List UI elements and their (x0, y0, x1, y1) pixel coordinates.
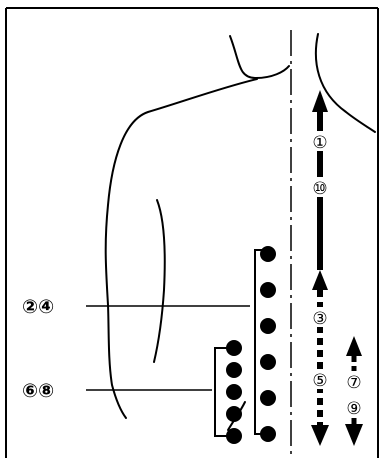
arrow-up-icon (346, 336, 362, 372)
svg-text:⑦: ⑦ (346, 373, 361, 393)
step-label-10: ⑩ (311, 177, 329, 199)
step-label-1: ① (311, 131, 329, 153)
arm-inner-line (154, 200, 165, 362)
head-outline (230, 36, 289, 78)
svg-text:⑩: ⑩ (312, 179, 327, 199)
group-label-upper: ②④ (22, 296, 54, 318)
lower-dot (226, 406, 242, 422)
upper-dot (260, 390, 276, 406)
lower-dot (226, 362, 242, 378)
upper-dots (260, 246, 276, 442)
lower-dot (226, 428, 242, 444)
lower-dot (226, 384, 242, 400)
upper-dot (260, 246, 276, 262)
upper-dot-group (255, 246, 276, 442)
upper-dot (260, 354, 276, 370)
arrow-up-icon (312, 270, 328, 290)
svg-text:①: ① (312, 133, 327, 153)
upper-bracket (255, 250, 272, 434)
svg-text:⑨: ⑨ (346, 399, 361, 419)
upper-dot (260, 282, 276, 298)
svg-text:③: ③ (312, 309, 327, 329)
upper-dot (260, 318, 276, 334)
step-label-5: ⑤ (311, 369, 329, 391)
lower-dot (226, 340, 242, 356)
step-label-3: ③ (311, 307, 329, 329)
step-label-9: ⑨ (345, 397, 363, 419)
svg-text:⑤: ⑤ (312, 371, 327, 391)
step-label-7: ⑦ (345, 371, 363, 393)
neck-shoulder-right (316, 34, 375, 132)
group-label-lower: ⑥⑧ (22, 380, 54, 402)
upper-dot (260, 426, 276, 442)
